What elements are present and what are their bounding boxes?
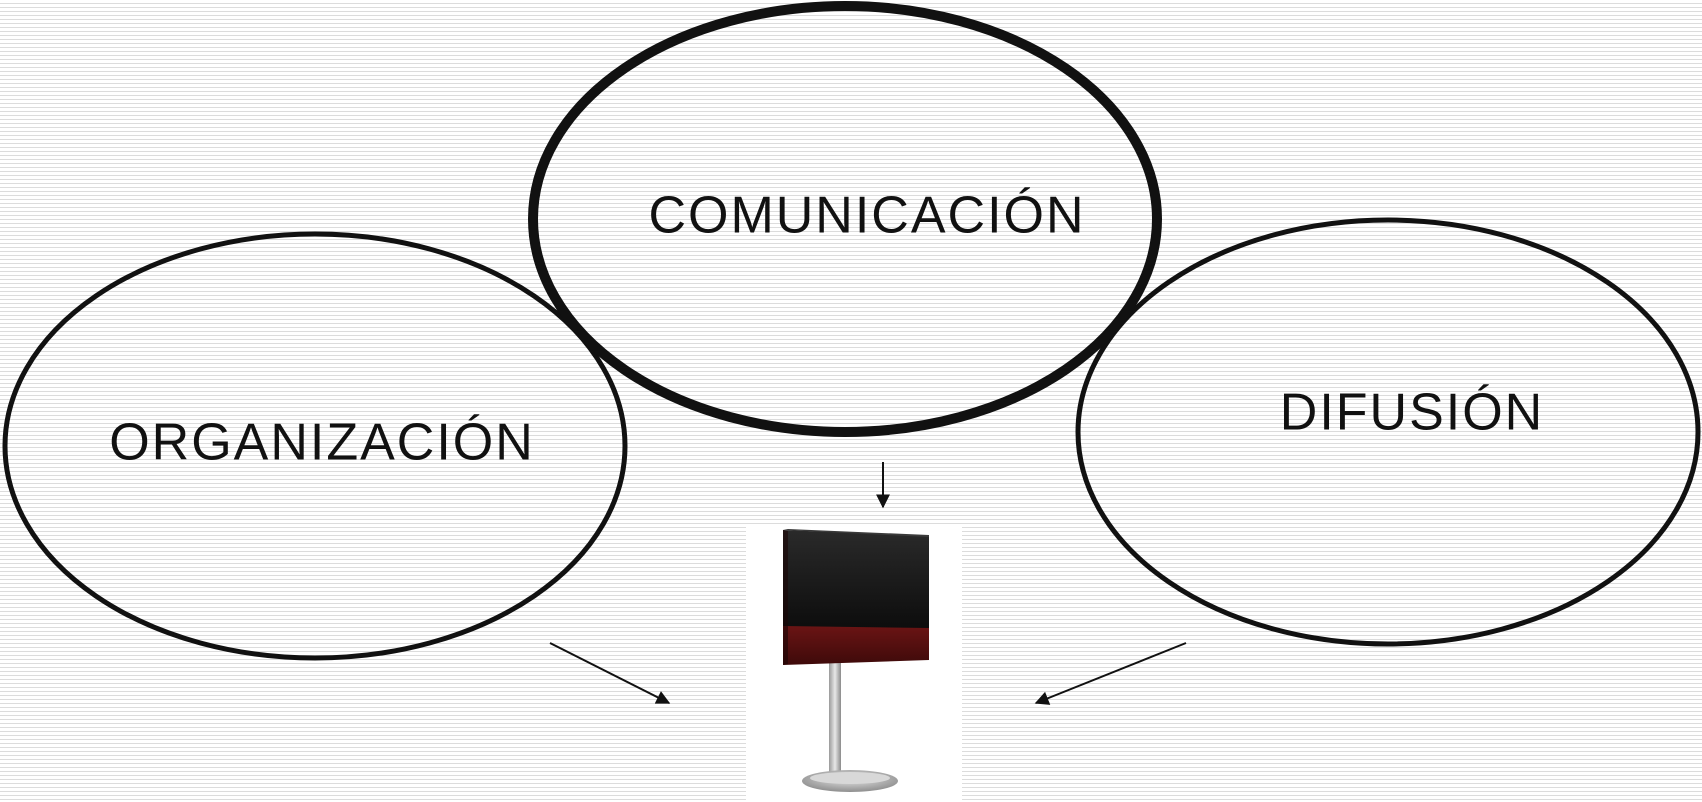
television-image xyxy=(746,524,962,802)
node-organizacion: ORGANIZACIÓN xyxy=(2,231,628,661)
arrow-difusion-to-tv xyxy=(1034,642,1187,705)
node-comunicacion-shape xyxy=(528,1,1162,437)
node-comunicacion: COMUNICACIÓN xyxy=(528,1,1162,437)
arrow-organizacion-to-tv xyxy=(549,642,671,704)
node-difusion: DIFUSIÓN xyxy=(1075,217,1701,647)
node-comunicacion-label: COMUNICACIÓN xyxy=(648,187,1085,245)
node-organizacion-label: ORGANIZACIÓN xyxy=(109,414,535,472)
node-difusion-shape xyxy=(1075,217,1701,647)
node-organizacion-shape xyxy=(2,231,628,661)
node-difusion-label: DIFUSIÓN xyxy=(1280,384,1544,442)
